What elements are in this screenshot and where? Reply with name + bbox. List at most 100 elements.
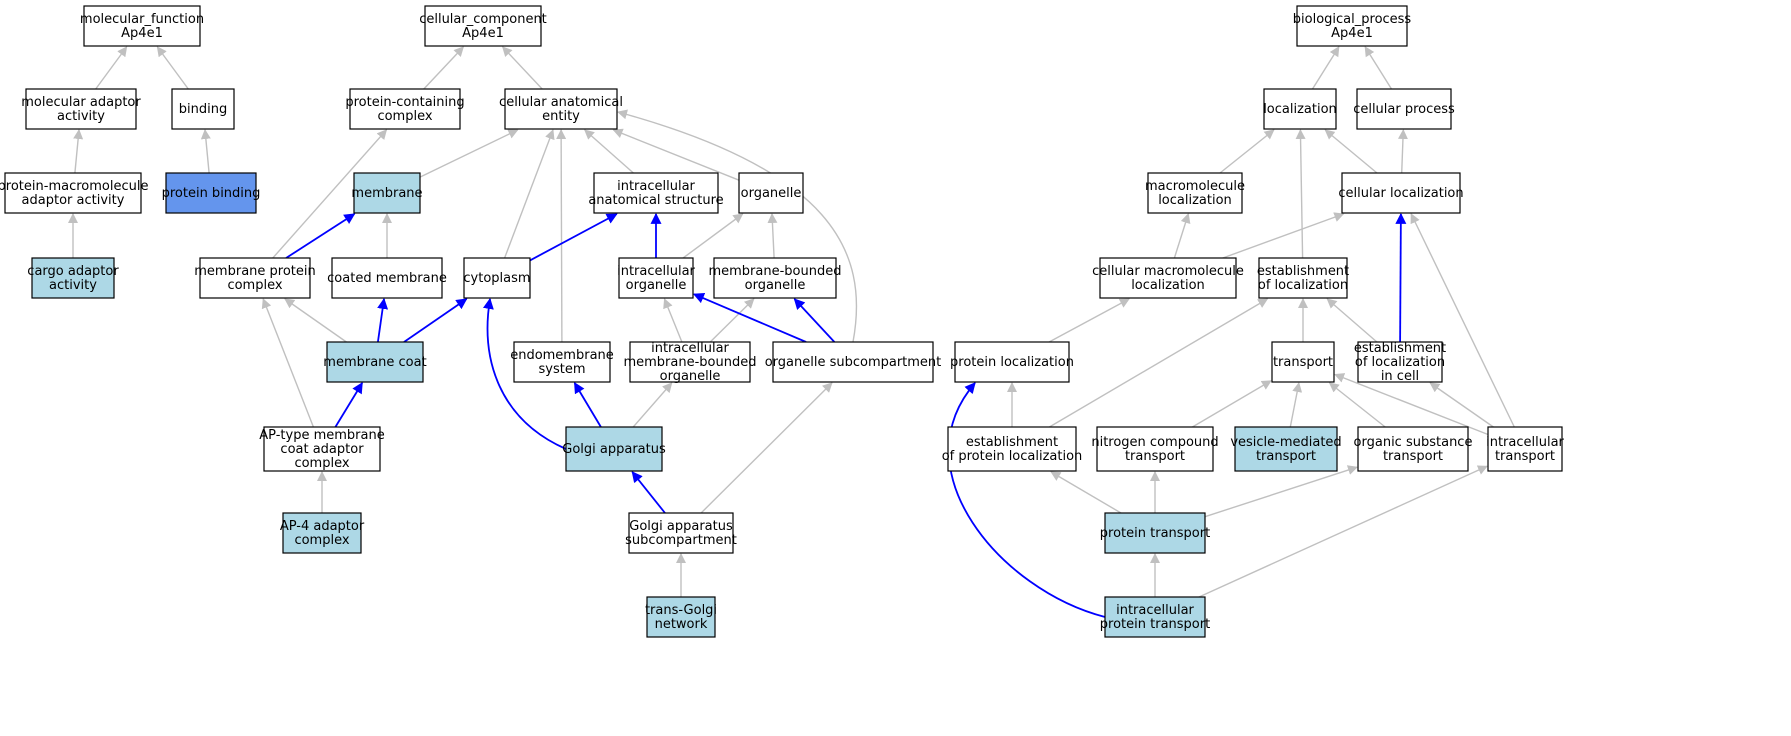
node-box xyxy=(1147,172,1243,214)
node-label: network xyxy=(655,617,708,632)
node-transport[interactable]: transport xyxy=(1271,341,1335,383)
edge-vesicle-to-transport xyxy=(1289,382,1303,428)
edge-mb_organelle-to-organelle xyxy=(767,213,778,259)
node-label: localization xyxy=(1263,102,1337,117)
edge-prot_loc-to-cell_macro_loc xyxy=(1048,298,1130,343)
node-label: AP-4 adaptor xyxy=(280,519,365,534)
node-label: transport xyxy=(1383,449,1443,464)
node-organelle[interactable]: organelle xyxy=(738,172,804,214)
node-label: cellular_component xyxy=(419,12,547,27)
node-localization[interactable]: localization xyxy=(1263,88,1337,130)
edge-mem_coat-to-mem_prot_complex xyxy=(284,298,347,343)
node-label: system xyxy=(539,362,586,377)
edge-golgi_sub-to-golgi xyxy=(631,471,666,514)
edge-ap_type-to-mem_prot_complex xyxy=(261,298,315,428)
edge-ap_type-to-mem_coat xyxy=(334,382,363,428)
node-box xyxy=(1356,88,1452,130)
node-label: adaptor activity xyxy=(22,193,125,208)
node-membrane[interactable]: membrane xyxy=(351,172,423,214)
node-label: AP-type membrane xyxy=(259,428,384,443)
edge-est_loc-to-localization xyxy=(1295,129,1306,259)
node-label: transport xyxy=(1273,355,1333,370)
edge-prot_complex-to-cc xyxy=(423,46,464,90)
node-label: endomembrane xyxy=(510,348,614,363)
node-prot-loc[interactable]: protein localization xyxy=(950,341,1074,383)
node-org-subcomp[interactable]: organelle subcompartment xyxy=(765,341,942,383)
node-box xyxy=(1271,341,1335,383)
node-cell-loc[interactable]: cellular localization xyxy=(1338,172,1464,214)
edge-organic-to-transport xyxy=(1328,382,1386,428)
edge-org_subcomp-to-cae xyxy=(617,109,858,343)
node-box xyxy=(618,257,694,299)
edges-layer xyxy=(68,46,1515,618)
edge-golgi-to-cytoplasm xyxy=(482,297,567,450)
node-binding[interactable]: binding xyxy=(171,88,235,130)
node-mem-coat[interactable]: membrane coat xyxy=(323,341,427,383)
edge-mem_coat-to-cytoplasm xyxy=(403,298,468,343)
node-box xyxy=(31,257,115,299)
edge-ic_prot_transport-to-ic_transport xyxy=(1198,465,1488,598)
edge-ic_transport-to-est_loc_cell xyxy=(1429,382,1494,428)
node-box xyxy=(1096,426,1214,472)
node-cytoplasm[interactable]: cytoplasm xyxy=(463,257,531,299)
node-box xyxy=(25,88,137,130)
node-coated-mem[interactable]: coated membrane xyxy=(327,257,447,299)
node-label: establishment xyxy=(1354,341,1446,356)
edge-localization-to-bp xyxy=(1311,46,1340,90)
node-prot-binding[interactable]: protein binding xyxy=(162,172,261,214)
edge-ic_transport-to-transport xyxy=(1334,373,1489,436)
node-label: cellular anatomical xyxy=(499,95,623,110)
node-label: activity xyxy=(49,278,97,293)
node-label: in cell xyxy=(1381,369,1419,384)
node-prot-transport[interactable]: protein transport xyxy=(1100,512,1210,554)
edge-golgi_sub-to-org_subcomp xyxy=(700,382,833,514)
node-box xyxy=(565,426,663,472)
node-label: protein binding xyxy=(162,186,261,201)
edge-ic_prot_transport-to-prot_loc xyxy=(948,382,1106,618)
node-golgi[interactable]: Golgi apparatus xyxy=(562,426,666,472)
node-label: entity xyxy=(542,109,580,124)
node-box xyxy=(713,257,837,299)
edge-cell_process-to-bp xyxy=(1364,46,1393,90)
node-label: organelle xyxy=(660,369,721,384)
edge-cell_loc-to-localization xyxy=(1324,129,1378,174)
node-box xyxy=(629,341,751,383)
node-cell-process[interactable]: cellular process xyxy=(1353,88,1455,130)
node-box xyxy=(1099,257,1237,299)
node-box xyxy=(165,172,257,214)
node-box xyxy=(593,172,719,214)
node-label: binding xyxy=(179,102,227,117)
edge-ic_transport-to-cell_loc xyxy=(1410,213,1515,428)
node-label: protein transport xyxy=(1100,526,1210,541)
edge-org_subcomp-to-mb_organelle xyxy=(793,298,836,343)
node-box xyxy=(646,596,716,638)
